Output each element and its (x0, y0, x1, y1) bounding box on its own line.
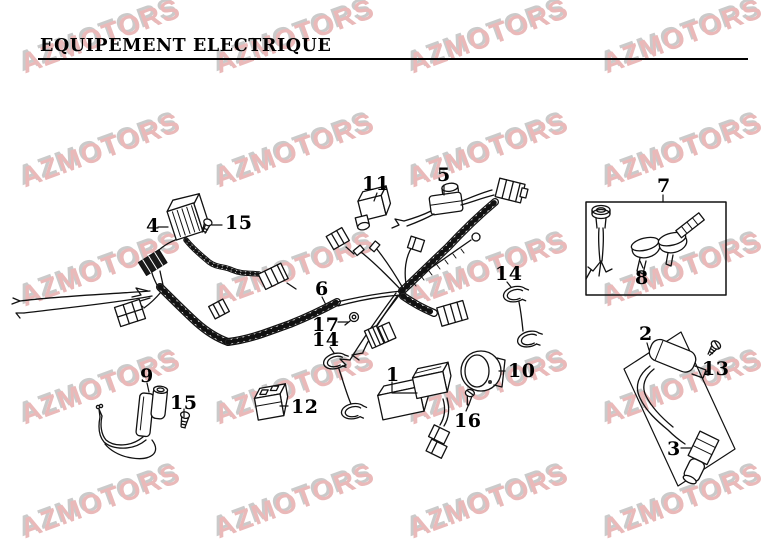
small-connector (406, 235, 426, 253)
part-3-spark-plug-cap (682, 430, 720, 485)
branch-connector (436, 299, 469, 327)
callout-leader-lines (146, 184, 692, 449)
part-11-flasher-relay (354, 185, 392, 231)
part-4-regulator (166, 193, 297, 291)
part-8-lock-cylinders (630, 212, 705, 275)
part-17-ring-terminal (344, 311, 360, 326)
small-connector (208, 298, 230, 320)
part-13-screw (707, 340, 722, 356)
part-14-clips (323, 285, 543, 420)
part-5-ignition-switch (325, 182, 495, 255)
part-12-starter-relay (253, 383, 289, 421)
part-9-fuse-holder (95, 385, 169, 460)
part-16-screw (464, 388, 475, 406)
connector-pair (363, 321, 397, 350)
part-1-cdi-unit (377, 361, 452, 459)
block-connector (113, 298, 147, 328)
part-7-lock-set-box (585, 201, 727, 296)
part-15-bolt-upper (201, 218, 213, 234)
page-title: EQUIPEMENT ELECTRIQUE (40, 36, 332, 56)
part-2-ignition-coil (623, 331, 736, 487)
key-blade (675, 212, 705, 239)
part-15-bolt-lower (179, 411, 191, 429)
black-connector (137, 249, 168, 276)
title-underline (38, 58, 748, 60)
harness-left-branch (11, 238, 230, 328)
part-10-horn (460, 350, 506, 392)
harness-junction (336, 232, 481, 369)
harness-main-connector (494, 177, 529, 204)
